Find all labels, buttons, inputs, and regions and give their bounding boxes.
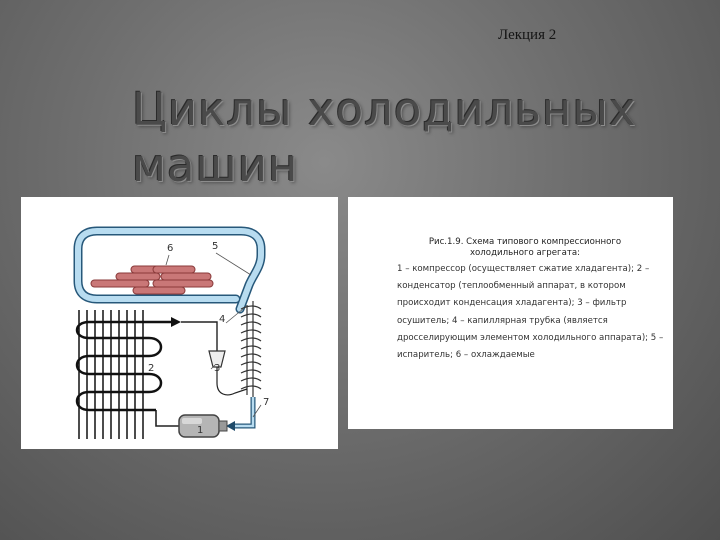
compressor [178,414,228,438]
refrigeration-cycle-diagram: 6 5 4 3 2 7 1 [73,226,269,439]
discharge-line [155,410,179,427]
callout-7: 7 [263,397,269,408]
filter-drier [208,350,248,396]
callout-3: 3 [214,363,220,374]
callout-6: 6 [167,243,173,254]
cooled-products [90,265,214,295]
liquid-line [181,321,218,351]
slide-title: Циклы холодильных машин [132,83,637,192]
callout-5: 5 [212,241,218,252]
figure-caption-body: 1 – компрессор (осуществляет сжатие хлад… [397,264,664,361]
flow-arrow [171,317,181,327]
refrigeration-diagram-panel: 6 5 4 3 2 7 1 [21,197,338,449]
lecture-label: Лекция 2 [498,27,557,43]
flow-arrow [226,421,235,431]
callout-1: 1 [197,425,203,436]
condenser-fins [78,310,144,439]
figure-caption-panel: Рис.1.9. Схема типового компрессионного … [348,197,673,429]
condenser-coils [75,320,173,412]
callout-2: 2 [148,363,154,374]
callout-4: 4 [219,314,225,325]
figure-caption-title: Рис.1.9. Схема типового компрессионного … [428,237,622,258]
capillary-tube-coil [240,301,262,397]
callout-lines [165,252,262,418]
